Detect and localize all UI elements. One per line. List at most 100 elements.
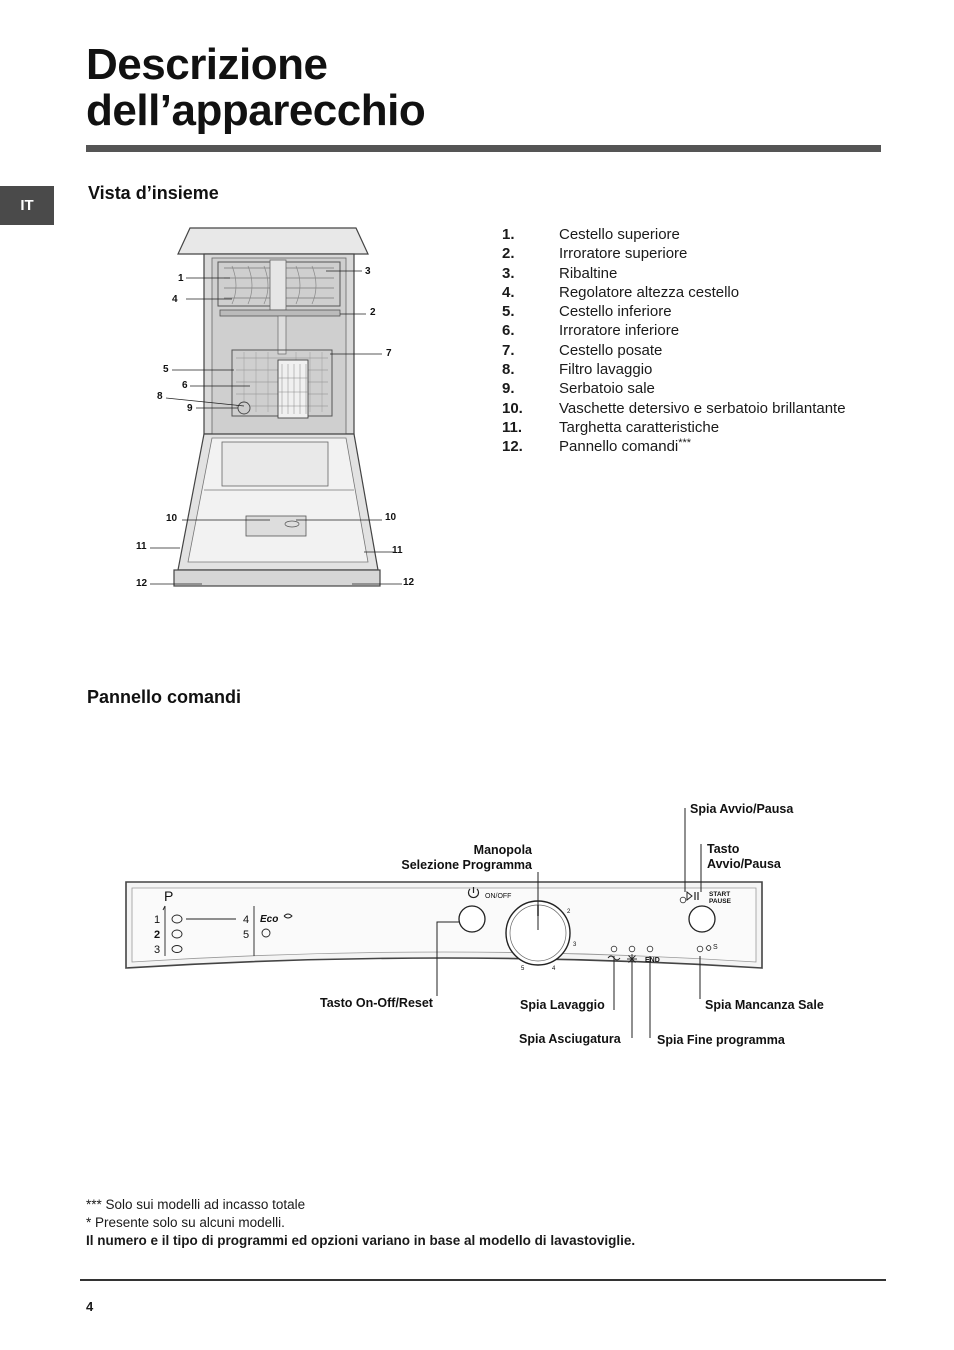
control-panel-diagram: P 1 2 3 4 5 Eco ON/OFF START PAUSE END 2… (125, 881, 763, 972)
list-item: 6. Irroratore inferiore (502, 321, 846, 340)
diagram-label-10-left: 10 (166, 513, 178, 524)
part-number: 4. (502, 283, 515, 301)
spia-asciugatura-label: Spia Asciugatura (519, 1032, 621, 1046)
end-label: END (645, 957, 660, 964)
parts-list: 1.Cestello superiore 2. Irroratore superi… (502, 225, 846, 457)
part-number: 3. (502, 264, 515, 282)
salt-led (696, 945, 704, 953)
list-item: 12. Pannello comandi*** (502, 437, 846, 456)
part-label: Targhetta caratteristiche (559, 418, 720, 436)
diagram-label-4: 4 (172, 294, 178, 305)
spia-fine-label: Spia Fine programma (657, 1033, 785, 1047)
diagram-label-9: 9 (187, 403, 193, 414)
diagram-label-12-left: 12 (136, 578, 148, 589)
footer-rule (80, 1279, 886, 1281)
wash-led (610, 945, 618, 953)
diagram-label-12-right: 12 (403, 577, 415, 588)
list-item: 11. Targhetta caratteristiche (502, 418, 846, 437)
program-3-number: 3 (154, 944, 160, 956)
start-led (679, 896, 687, 904)
footnotes: *** Solo sui modelli ad incasso totale *… (86, 1196, 635, 1250)
part-label: Irroratore superiore (559, 245, 688, 263)
tasto-avvio-line-2: Avvio/Pausa (707, 857, 781, 871)
pot-icon (171, 914, 183, 924)
power-icon (467, 887, 480, 899)
list-item: 8. Filtro lavaggio (502, 360, 846, 379)
diagram-label-1: 1 (178, 273, 184, 284)
part-label: Filtro lavaggio (559, 361, 653, 379)
tasto-avvio-label: Tasto Avvio/Pausa (707, 842, 781, 872)
diagram-label-6: 6 (182, 380, 188, 391)
eco-label: Eco (260, 914, 278, 925)
programs-note: Il numero e il tipo di programmi ed opzi… (86, 1233, 636, 1248)
title-rule (86, 145, 881, 152)
list-item: 9.Serbatoio sale (502, 379, 846, 398)
part-number: 9. (502, 380, 515, 398)
list-item: 10. Vaschette detersivo e serbatoio brill… (502, 399, 846, 418)
footnote-1-mark: *** (86, 1197, 102, 1212)
dial-mark-3: 3 (573, 942, 577, 948)
tasto-avvio-line-1: Tasto (707, 842, 740, 856)
list-item: 5. Cestello inferiore (502, 302, 846, 321)
program-5-number: 5 (243, 929, 249, 941)
list-item: 2. Irroratore superiore (502, 244, 846, 263)
part-label: Cestello inferiore (559, 303, 672, 321)
spia-avvio-label: Spia Avvio/Pausa (690, 802, 794, 816)
footnote-2-mark: * (86, 1215, 92, 1230)
panel-callout-lines (436, 808, 702, 1038)
title-line-1: Descrizione (86, 40, 328, 89)
start-label: START (709, 891, 730, 898)
part-label: Pannello comandi (559, 438, 679, 456)
manopola-line-1: Manopola (473, 843, 532, 857)
dial-mark-2: 2 (567, 909, 571, 915)
program-4-number: 4 (243, 914, 249, 926)
page-title: Descrizione dell’apparecchio (86, 40, 426, 135)
dishwasher-diagram: 1 4 3 2 7 5 6 8 9 10 10 11 11 12 12 (136, 227, 415, 589)
onoff-label: ON/OFF (485, 893, 511, 900)
salt-s-label: S (713, 944, 718, 951)
end-led (646, 945, 654, 953)
bowl-icon (171, 945, 183, 953)
part-label: Irroratore inferiore (559, 322, 680, 340)
diagram-label-5: 5 (163, 364, 169, 375)
part-number: 11. (502, 418, 523, 436)
part-number: 5. (502, 303, 515, 321)
diagram-label-7: 7 (386, 348, 392, 359)
tasto-onoff-label: Tasto On-Off/Reset (320, 996, 433, 1010)
part-label: Regolatore altezza cestello (559, 283, 740, 301)
part-label: Vaschette detersivo e serbatoio brillant… (559, 399, 846, 417)
language-tab: IT (0, 186, 54, 225)
part-number: 2. (502, 245, 515, 263)
diagram-label-10-right: 10 (385, 512, 397, 523)
part-number: 7. (502, 341, 515, 359)
diagram-label-11-right: 11 (392, 545, 403, 556)
part-number: 10. (502, 399, 523, 417)
manopola-label: Manopola Selezione Programma (380, 843, 532, 873)
overview-heading: Vista d’insieme (88, 183, 219, 203)
onoff-button-shape[interactable] (458, 905, 486, 933)
manopola-line-2: Selezione Programma (401, 858, 532, 872)
list-item: 1.Cestello superiore (502, 225, 846, 244)
start-pause-button-shape[interactable] (688, 905, 716, 933)
part-number: 6. (502, 322, 515, 340)
program-2-number: 2 (154, 929, 160, 941)
program-p-label: P (164, 888, 173, 904)
control-panel-heading: Pannello comandi (87, 687, 242, 707)
pan-icon (171, 929, 183, 939)
pause-label: PAUSE (709, 898, 732, 905)
list-item: 3. Ribaltine (502, 264, 846, 283)
part-number: 12. (502, 438, 523, 456)
title-line-2: dell’apparecchio (86, 86, 426, 135)
footnote-2-text: Presente solo su alcuni modelli. (91, 1215, 285, 1230)
part-number: 1. (502, 226, 515, 243)
footnote-mark: *** (678, 437, 692, 450)
program-1-number: 1 (154, 914, 160, 926)
dial-mark-4: 4 (552, 966, 556, 972)
part-label: Ribaltine (559, 264, 618, 282)
salt-icon (705, 945, 712, 951)
dial-mark-5: 5 (521, 966, 525, 972)
spia-sale-label: Spia Mancanza Sale (705, 998, 824, 1012)
play-pause-icon (686, 890, 693, 902)
list-item: 4. Regolatore altezza cestello (502, 283, 846, 302)
part-number: 8. (502, 361, 515, 379)
